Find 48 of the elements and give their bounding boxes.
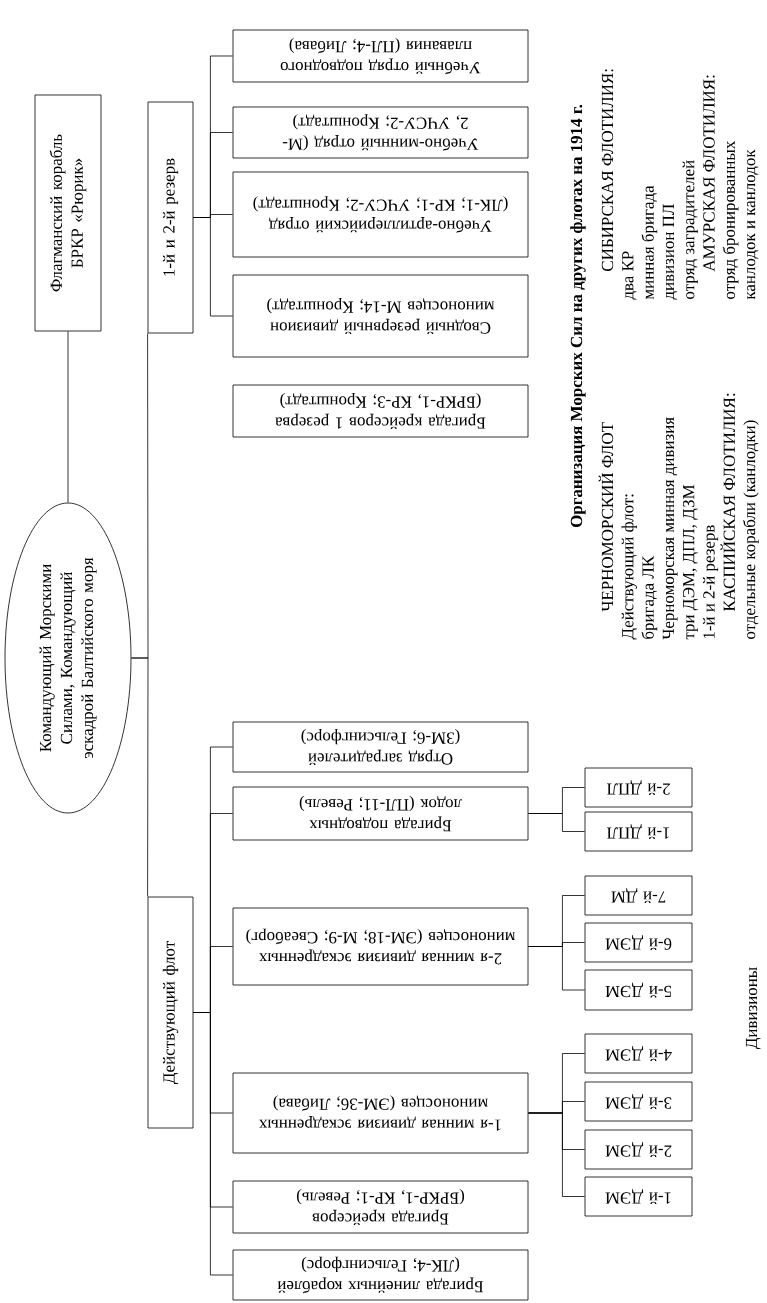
column-label: Дивизионы [745, 967, 761, 1050]
connector-line [67, 331, 69, 503]
division-box: 7-й ДМ [584, 875, 693, 916]
unit-box: Учебный отряд подводного плавания (ПЛ-4; Либава) [232, 29, 529, 83]
unit-box: Учебно-артиллерийский отряд (ЛК-1; КР-1; УЧСУ-2; Кронштадт) [232, 171, 529, 258]
unit-box: Флагманский корабль БРКР «Рюрик» [34, 94, 102, 332]
note-heading: Организация Морских Сил на других флотах на 1914 г. [570, 104, 586, 528]
unit-box: Бригада крейсеров (БРКР-1, КР-1; Ревель) [232, 1180, 529, 1234]
connector-line [193, 217, 233, 317]
division-box: 1-й ДЭМ [584, 1176, 693, 1217]
connector-line [528, 1112, 585, 1197]
unit-box: Бригада подводных лодок (ПЛ-11; Ревель) [232, 786, 529, 841]
connector-line [131, 657, 149, 897]
unit-box: Отряд заградителей (ЗМ-6; Гельсингфорс) [232, 721, 529, 773]
unit-box: Бригада линейных кораблей (ЛК-4; Гельсингфорс) [232, 1249, 529, 1301]
note-line: два КР [622, 251, 637, 300]
note-line: Действующий флот: [621, 494, 637, 640]
division-box: 2-й ДЭМ [584, 1129, 693, 1170]
connector-line [528, 813, 585, 832]
note-line: канлодок и канлодок [747, 149, 759, 300]
connector-line [193, 1012, 233, 1276]
division-box: 2-й ДПЛ [584, 767, 693, 808]
note-line: три ДЭМ, ДПЛ, ДЗМ [683, 484, 698, 640]
division-box: 3-й ДЭМ [584, 1081, 693, 1122]
connector-line [528, 946, 585, 991]
note-line: отдельные корабли (канлодки) [743, 420, 759, 639]
note-line: отряд заградителей [682, 160, 698, 299]
unit-box: Действующий флот [147, 896, 194, 1129]
unit-box: Бригада крейсеров 1 резерва (БРКР-1, КР-3; Кронштадт) [232, 384, 529, 438]
note-line: 1-й и 2-й резерв [702, 525, 719, 639]
unit-box: Учебно-минный отряд (М-2, УЧСУ-2; Кронштадт) [232, 106, 529, 159]
note-line: отряд бронированных [722, 140, 739, 299]
division-box: 1-й ДПЛ [584, 811, 693, 852]
unit-box: 1-я минная дивизия эскадренных миноносцев (ЭМ-36; Либава) [232, 1072, 529, 1154]
division-box: 5-й ДЭМ [584, 969, 693, 1011]
note-line: дивизион ПЛ [662, 204, 678, 300]
note-line: Черноморская минная дивизия [662, 417, 678, 640]
note-line: КАСПИЙСКАЯ ФЛОТИЛИЯ: [720, 393, 736, 612]
note-line: бригада ЛК [641, 555, 658, 639]
unit-box: Сводный резервный дивизион миноносцев М-14; Кронштадт) [232, 274, 529, 358]
unit-box: 1-й и 2-й резерв [147, 101, 194, 334]
unit-box: 2-я минная дивизия эскадренных миноносцев (ЭМ-18; М-9; Свеаборг) [232, 907, 529, 986]
note-line: АМУРСКАЯ ФЛОТИЛИЯ: [703, 75, 715, 272]
note-line: минная бригада [641, 185, 658, 300]
note-line: СИБИРСКАЯ ФЛОТИЛИЯ: [601, 69, 614, 271]
note-line: ЧЕРНОМОРСКИЙ ФЛОТ [598, 422, 614, 612]
division-box: 4-й ДЭМ [584, 1033, 693, 1074]
division-box: 6-й ДЭМ [584, 922, 693, 963]
